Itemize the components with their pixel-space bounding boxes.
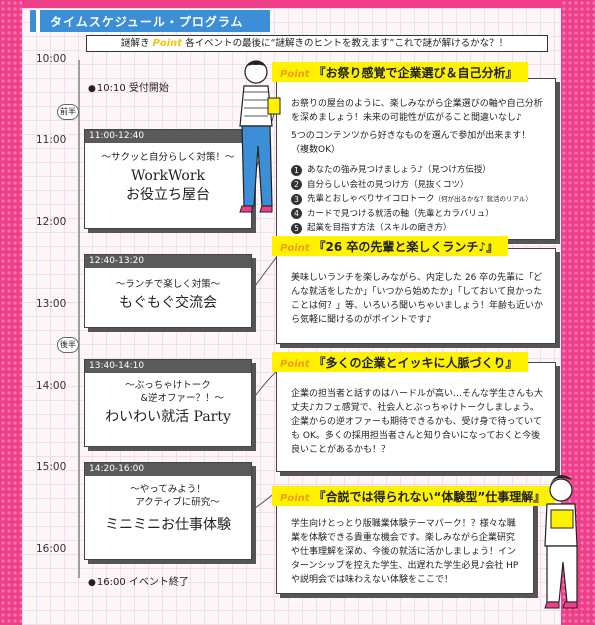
- point-heading: Point『合説では得られない“体験型”仕事理解』: [272, 486, 556, 506]
- point-label: Point: [280, 69, 310, 80]
- point-heading: Point『26 卒の先輩と楽しくランチ♪』: [272, 236, 509, 256]
- point-label: Point: [280, 243, 310, 254]
- content-list: 1 あなたの強み見つけましょう♪（見つけ方伝授） 2 自分らしい会社の見つけ方（見抜…: [291, 163, 543, 236]
- timeline-line: [78, 60, 80, 578]
- list-item-text: 起業を目指す方法（スキルの磨き方）: [307, 223, 452, 233]
- session-title: WorkWork お役立ち屋台: [126, 168, 210, 203]
- number-badge: 1: [291, 164, 302, 176]
- time-label: 11:00: [36, 134, 67, 146]
- point-body: 企業の担当者と話すのはハードルが高い…そんな学生さんも大丈夫♪カフェ感覚で、社会…: [291, 389, 544, 455]
- session-subtitle: ～サクッと自分らしく対策！～: [101, 152, 235, 163]
- time-label: 10:00: [36, 53, 67, 65]
- number-badge: 4: [291, 208, 302, 220]
- list-item-text: カードで見つける就活の軸（先輩とカラバリュ）: [307, 208, 494, 219]
- session-card: 13:40-14:10 ～ぶっちゃけトーク &逆オファー？！～ わいわい就活 P…: [84, 359, 252, 447]
- list-item: 3 先輩とおしゃべりサイコロトーク（何が出るかな？就活のリアル）: [291, 192, 543, 207]
- session-title: わいわい就活 Party: [105, 409, 231, 425]
- session-time: 13:40-14:10: [85, 360, 251, 373]
- point-heading: Point『お祭り感覚で企業選び＆自己分析』: [272, 62, 528, 82]
- session-title: もぐもぐ交流会: [119, 295, 217, 311]
- point-heading-text: 『合説では得られない“体験型”仕事理解』: [313, 490, 546, 504]
- time-label: 14:00: [36, 380, 67, 392]
- session-card: 14:20-16:00 ～やってみよう！ アクティブに研究～ ミニミニお仕事体験: [84, 462, 252, 560]
- man-illustration-icon: [544, 475, 578, 609]
- point-heading: Point『多くの企業とイッキに人脈づくり』: [272, 352, 528, 372]
- time-label: 12:00: [36, 216, 67, 228]
- list-item: 5 起業を目指す方法（スキルの磨き方）: [291, 221, 543, 236]
- list-item: 1 あなたの強み見つけましょう♪（見つけ方伝授）: [291, 163, 543, 178]
- pm-session-label: 後半: [57, 337, 79, 353]
- number-badge: 5: [291, 222, 302, 234]
- number-badge: 3: [291, 193, 302, 205]
- time-label: 16:00: [36, 543, 67, 555]
- point-label: Point: [280, 359, 310, 370]
- hint-text: 各イベントの最後に“謎解きのヒントを教えます”これで謎が解けるかな？！: [185, 38, 509, 49]
- point-box: 企業の担当者と話すのはハードルが高い…そんな学生さんも大丈夫♪カフェ感覚で、社会…: [276, 362, 556, 472]
- list-item-text: 自分らしい会社の見つけ方（見抜くコツ）: [307, 179, 469, 190]
- list-item: 2 自分らしい会社の見つけ方（見抜くコツ）: [291, 178, 543, 193]
- end-milestone: 16:00 イベント終了: [88, 573, 189, 588]
- point-body: 学生向けとっとり版職業体験テーマパーク！？様々な職業を体験できる貴重な機会です。…: [291, 519, 519, 585]
- am-session-label: 前半: [57, 104, 79, 120]
- point-body: お祭りの屋台のように、楽しみながら企業選びの軸や自己分析を深めましょう！未来の可…: [291, 99, 543, 123]
- point-body: 美味しいランチを楽しみながら、内定した 26 卒の先輩に「どんな就活をしたか」「…: [291, 273, 544, 325]
- hint-prefix: 謎解き: [121, 38, 150, 49]
- hint-point-label: Point: [152, 38, 183, 49]
- time-label: 15:00: [36, 461, 67, 473]
- woman-illustration-icon: [239, 60, 281, 213]
- list-item: 4 カードで見つける就活の軸（先輩とカラバリュ）: [291, 207, 543, 222]
- point-heading-text: 『26 卒の先輩と楽しくランチ♪』: [313, 240, 499, 254]
- hint-bar: 謎解き Point 各イベントの最後に“謎解きのヒントを教えます”これで謎が解け…: [86, 35, 548, 52]
- point-heading-text: 『お祭り感覚で企業選び＆自己分析』: [313, 66, 518, 80]
- session-time: 14:20-16:00: [85, 463, 251, 476]
- session-time: 12:40-13:20: [85, 255, 251, 268]
- session-subtitle: ～ぶっちゃけトーク &逆オファー？！～: [125, 380, 224, 404]
- list-item-text: あなたの強み見つけましょう♪（見つけ方伝授）: [307, 165, 491, 175]
- session-title: ミニミニお仕事体験: [105, 517, 231, 533]
- page-title: タイムスケジュール・プログラム: [30, 10, 270, 32]
- point-box: 学生向けとっとり版職業体験テーマパーク！？様々な職業を体験できる貴重な機会です。…: [276, 494, 534, 594]
- session-card: 12:40-13:20 ～ランチで楽しく対策～ もぐもぐ交流会: [84, 254, 252, 328]
- list-item-text: 先輩とおしゃべりサイコロトーク: [307, 194, 435, 204]
- point-label: Point: [280, 493, 310, 504]
- list-item-note: （何が出るかな？就活のリアル）: [434, 195, 532, 203]
- point-box: 美味しいランチを楽しみながら、内定した 26 卒の先輩に「どんな就活をしたか」「…: [276, 248, 556, 344]
- top-border: [0, 0, 595, 8]
- left-pink-border: [0, 0, 22, 625]
- time-label: 13:00: [36, 298, 67, 310]
- session-subtitle: ～やってみよう！ アクティブに研究～: [130, 484, 220, 508]
- session-time: 11:00-12:40: [85, 130, 251, 143]
- session-subtitle: ～ランチで楽しく対策～: [115, 279, 221, 290]
- number-badge: 2: [291, 179, 302, 191]
- point-box: お祭りの屋台のように、楽しみながら企業選びの軸や自己分析を深めましょう！未来の可…: [276, 78, 556, 240]
- point-heading-text: 『多くの企業とイッキに人脈づくり』: [313, 356, 518, 370]
- reception-milestone: 10:10 受付開始: [88, 79, 169, 94]
- point-list-intro: 5つのコンテンツから好きなものを選んで参加が出来ます！（複数OK）: [291, 131, 531, 155]
- session-card: 11:00-12:40 ～サクッと自分らしく対策！～ WorkWork お役立ち…: [84, 129, 252, 229]
